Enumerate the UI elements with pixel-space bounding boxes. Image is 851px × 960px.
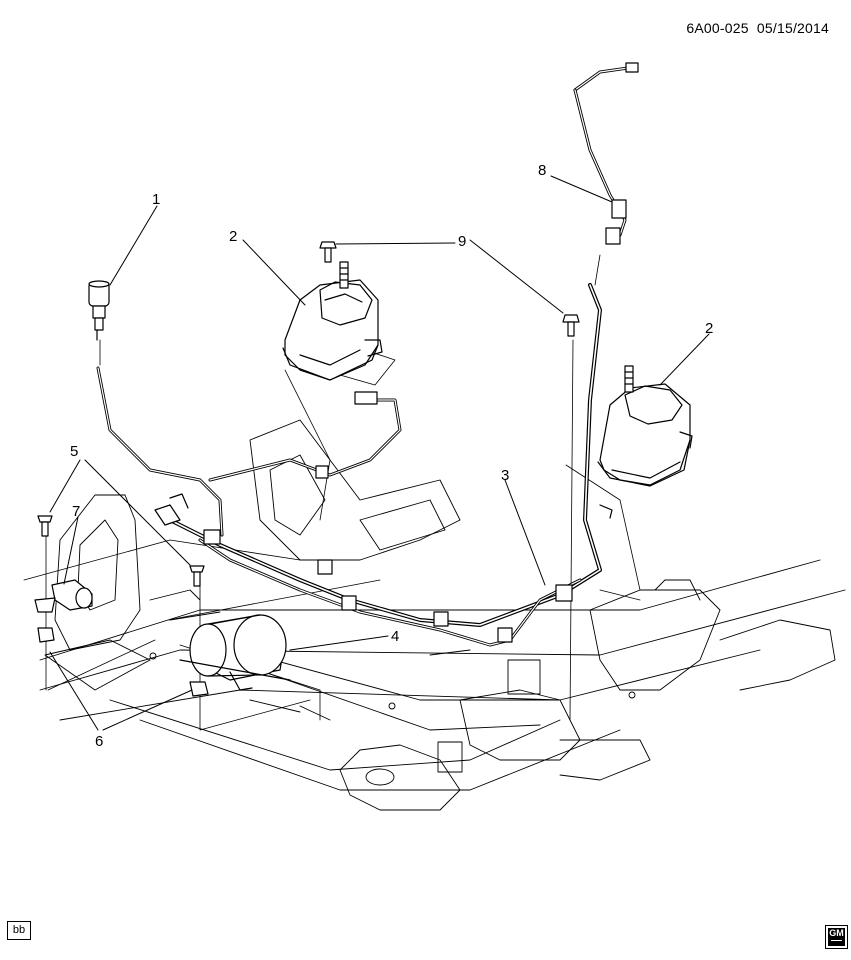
- part-9-bolt-upper: [319, 241, 337, 263]
- part-6-clip-center: [189, 681, 209, 697]
- callout-3: 3: [501, 467, 509, 484]
- part-5-screw-left: [37, 515, 53, 537]
- part-1-vacuum-valve: [88, 280, 110, 341]
- callout-2-left: 2: [229, 228, 237, 245]
- callout-5: 5: [70, 443, 78, 460]
- engine-cradle-frame: [39, 419, 846, 811]
- part-2-engine-mount-left: [282, 261, 383, 381]
- diagram-code: 6A00-025: [686, 20, 749, 36]
- part-9-bolt-right: [562, 314, 580, 337]
- part-8-vacuum-hose: [573, 62, 639, 245]
- part-4-vacuum-reservoir: [179, 614, 291, 691]
- part-2-engine-mount-right: [597, 365, 693, 487]
- diagram-reference: 6A00-025 05/15/2014: [686, 20, 829, 36]
- gm-logo: GM: [825, 925, 848, 949]
- callout-2-right: 2: [705, 320, 713, 337]
- callout-7: 7: [72, 503, 80, 520]
- callout-4: 4: [391, 628, 399, 645]
- callout-labels: 1 2 2 3 4 5 6 7 8 9: [70, 162, 713, 750]
- part-6-clip-left: [37, 627, 55, 643]
- bb-badge: bb: [7, 921, 31, 940]
- callout-8: 8: [538, 162, 546, 179]
- callout-9: 9: [458, 233, 466, 250]
- callout-1: 1: [152, 191, 160, 208]
- callout-6: 6: [95, 733, 103, 750]
- part-3-vacuum-hose-harness: [96, 283, 613, 647]
- part-7-solenoid-valve: [34, 579, 93, 613]
- diagram-date: 05/15/2014: [756, 20, 829, 36]
- part-5-screw-center: [189, 565, 205, 587]
- callout-leaders: [49, 175, 710, 731]
